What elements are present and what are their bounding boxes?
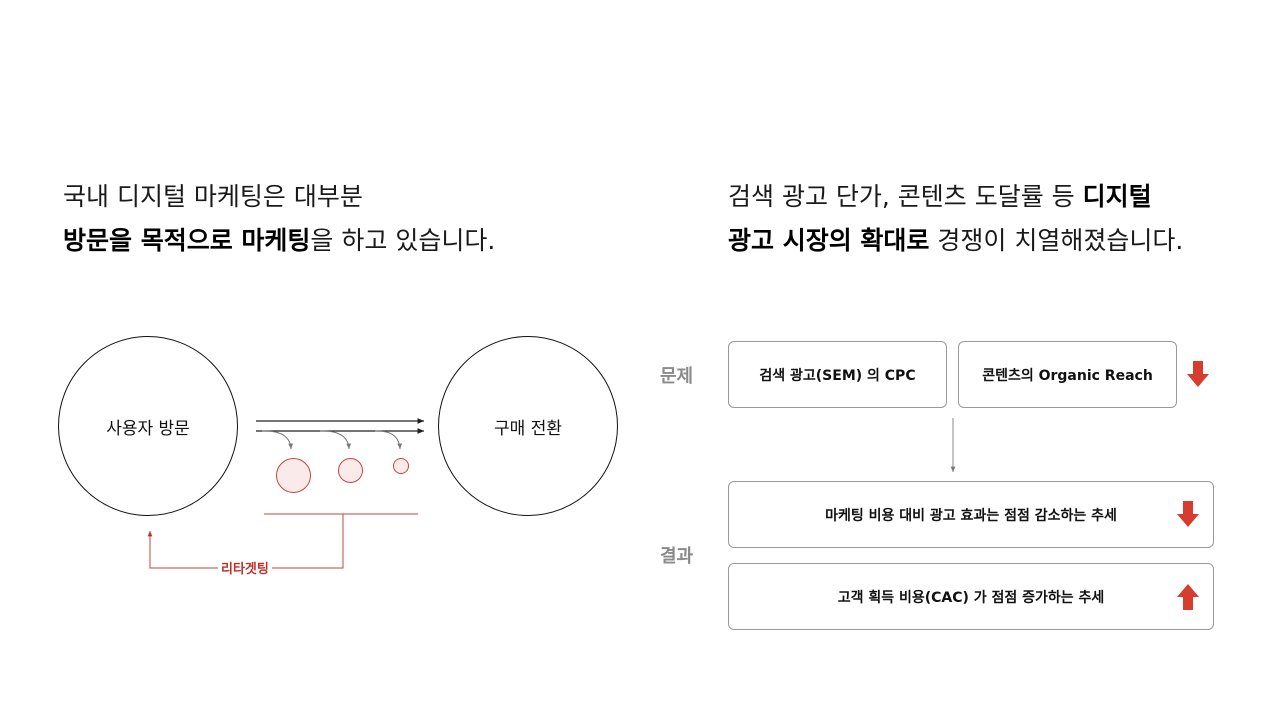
cpc-box: 검색 광고(SEM) 의 CPC bbox=[728, 341, 947, 408]
cac-box-text: 고객 획득 비용(CAC) 가 점점 증가하는 추세 bbox=[837, 589, 1105, 606]
retarget-label: 리타겟팅 bbox=[218, 558, 272, 577]
purchase-conversion-circle: 구매 전환 bbox=[438, 336, 618, 516]
ad-efficiency-box: 마케팅 비용 대비 광고 효과는 점점 감소하는 추세 bbox=[728, 481, 1214, 548]
purchase-conversion-label: 구매 전환 bbox=[494, 418, 562, 439]
left-headline: 국내 디지털 마케팅은 대부분 방문을 목적으로 마케팅을 하고 있습니다. bbox=[63, 175, 495, 263]
dropoff-dot-medium bbox=[338, 458, 363, 483]
right-headline-line2-emphasis: 광고 시장의 확대로 bbox=[728, 226, 930, 255]
dropoff-arrow-3 bbox=[374, 430, 403, 450]
dropoff-dot-large bbox=[276, 458, 311, 493]
right-headline-line1-emphasis: 디지털 bbox=[1082, 182, 1152, 211]
left-headline-line2: 방문을 목적으로 마케팅을 하고 있습니다. bbox=[63, 219, 495, 263]
result-label: 결과 bbox=[660, 546, 694, 567]
right-headline-line2: 광고 시장의 확대로 경쟁이 치열해졌습니다. bbox=[728, 219, 1183, 263]
ad-efficiency-box-text: 마케팅 비용 대비 광고 효과는 점점 감소하는 추세 bbox=[825, 507, 1117, 524]
organic-reach-box-text: 콘텐츠의 Organic Reach bbox=[982, 367, 1153, 384]
right-headline-line1-normal: 검색 광고 단가, 콘텐츠 도달률 등 bbox=[728, 182, 1083, 211]
right-headline: 검색 광고 단가, 콘텐츠 도달률 등 디지털 광고 시장의 확대로 경쟁이 치… bbox=[728, 175, 1183, 263]
down-arrow-icon bbox=[1187, 361, 1209, 387]
dropoff-arrow-1 bbox=[261, 430, 294, 450]
right-headline-line2-rest: 경쟁이 치열해졌습니다. bbox=[929, 226, 1184, 255]
user-visit-label: 사용자 방문 bbox=[106, 418, 190, 439]
down-arrow-icon bbox=[1177, 501, 1199, 527]
organic-reach-box: 콘텐츠의 Organic Reach bbox=[958, 341, 1177, 408]
user-visit-circle: 사용자 방문 bbox=[58, 336, 238, 516]
right-headline-line1: 검색 광고 단가, 콘텐츠 도달률 등 디지털 bbox=[728, 175, 1183, 219]
cac-box: 고객 획득 비용(CAC) 가 점점 증가하는 추세 bbox=[728, 563, 1214, 630]
cpc-box-text: 검색 광고(SEM) 의 CPC bbox=[759, 367, 916, 384]
up-arrow-icon bbox=[1177, 584, 1199, 610]
dropoff-arrow-2 bbox=[319, 430, 352, 450]
problem-label: 문제 bbox=[660, 366, 694, 387]
left-headline-line2-rest: 을 하고 있습니다. bbox=[310, 226, 496, 255]
dropoff-dot-small bbox=[393, 458, 409, 474]
left-headline-emphasis: 방문을 목적으로 마케팅 bbox=[63, 226, 311, 255]
left-headline-line1: 국내 디지털 마케팅은 대부분 bbox=[63, 182, 363, 211]
